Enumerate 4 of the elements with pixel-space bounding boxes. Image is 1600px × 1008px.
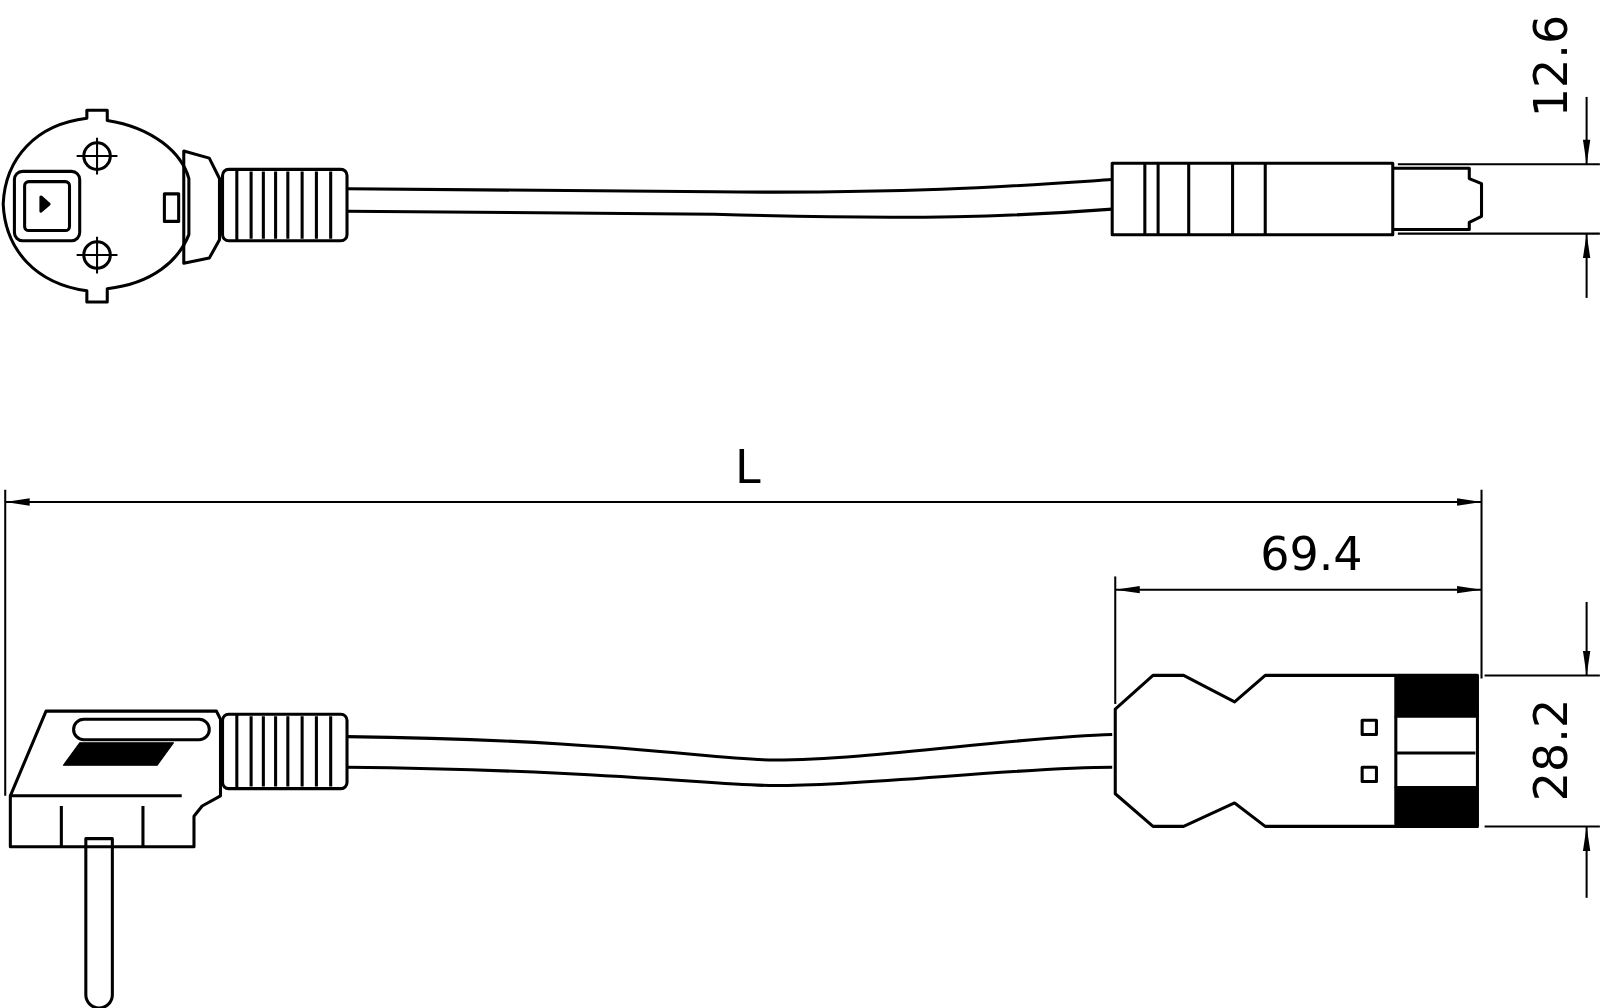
dimension-label: L	[734, 444, 761, 491]
dimension-label: 12.6	[1528, 15, 1575, 118]
dimension-label: 69.4	[1260, 531, 1363, 578]
dimension-label: 28.2	[1528, 698, 1575, 802]
